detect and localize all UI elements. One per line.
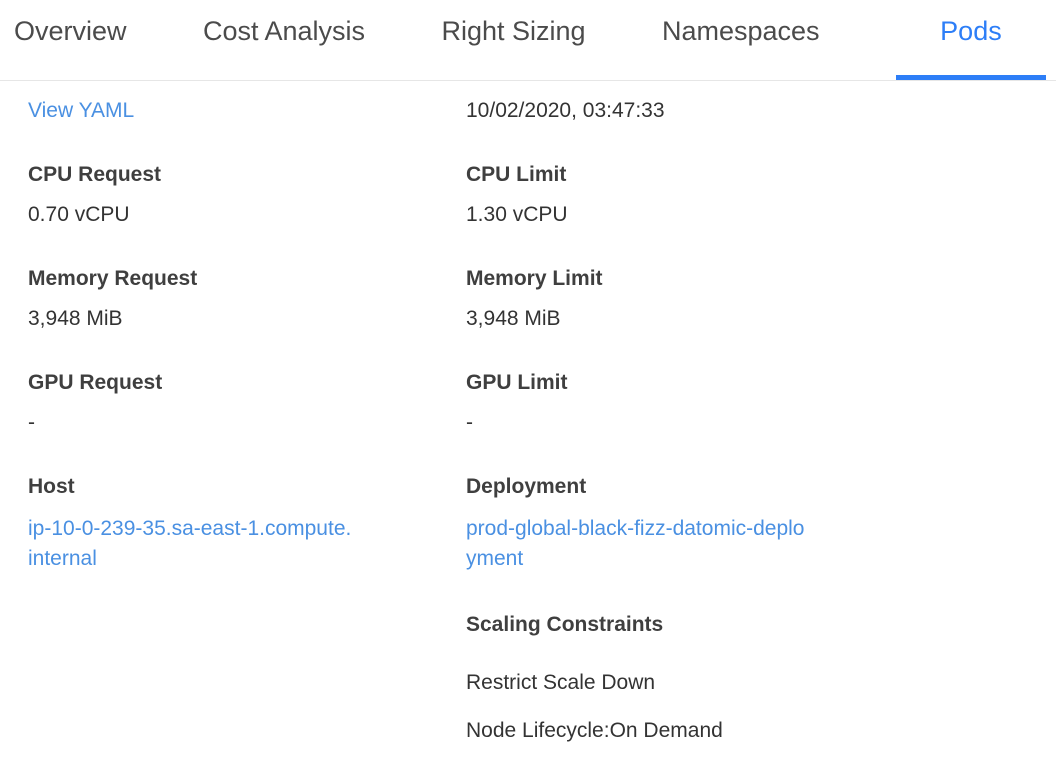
field-deployment: Deployment prod-global-black-fizz-datomi…	[466, 474, 1036, 574]
tab-pods[interactable]: Pods	[895, 0, 1046, 80]
view-yaml-link[interactable]: View YAML	[28, 99, 135, 122]
tab-bar: Overview Cost Analysis Right Sizing Name…	[0, 0, 1056, 81]
tab-namespaces[interactable]: Namespaces	[661, 16, 820, 46]
tab-cost-analysis[interactable]: Cost Analysis	[202, 16, 366, 46]
scaling-constraint-item: Node Lifecycle:On Demand	[466, 719, 723, 742]
field-value: -	[466, 411, 473, 434]
scaling-constraints-label: Scaling Constraints	[466, 613, 664, 636]
field-memory-limit: Memory Limit 3,948 MiB	[466, 266, 1036, 332]
scaling-constraint-item: Restrict Scale Down	[466, 671, 656, 694]
field-value: 0.70 vCPU	[28, 203, 130, 226]
field-label: CPU Limit	[466, 163, 567, 186]
field-value: 1.30 vCPU	[466, 203, 568, 226]
field-value: 3,948 MiB	[466, 307, 561, 330]
field-value: 3,948 MiB	[28, 307, 123, 330]
tab-right-sizing[interactable]: Right Sizing	[441, 16, 586, 46]
field-gpu-request: GPU Request -	[28, 370, 466, 436]
timestamp: 10/02/2020, 03:47:33	[466, 99, 665, 122]
details-right-column: 10/02/2020, 03:47:33 CPU Limit 1.30 vCPU…	[466, 98, 1036, 744]
field-label: Deployment	[466, 475, 587, 498]
field-host: Host ip-10-0-239-35.sa-east-1.compute.in…	[28, 474, 466, 574]
details-left-column: View YAML CPU Request 0.70 vCPU Memory R…	[28, 98, 466, 744]
host-link[interactable]: ip-10-0-239-35.sa-east-1.compute.interna…	[28, 517, 352, 570]
field-label: Memory Limit	[466, 267, 603, 290]
field-gpu-limit: GPU Limit -	[466, 370, 1036, 436]
field-label: GPU Limit	[466, 371, 568, 394]
field-label: GPU Request	[28, 371, 163, 394]
field-memory-request: Memory Request 3,948 MiB	[28, 266, 466, 332]
field-label: Memory Request	[28, 267, 198, 290]
pod-details-panel: View YAML CPU Request 0.70 vCPU Memory R…	[0, 81, 1056, 744]
tab-overview[interactable]: Overview	[14, 16, 127, 46]
field-cpu-limit: CPU Limit 1.30 vCPU	[466, 162, 1036, 228]
field-label: CPU Request	[28, 163, 162, 186]
deployment-link[interactable]: prod-global-black-fizz-datomic-deploymen…	[466, 517, 805, 570]
field-value: -	[28, 411, 35, 434]
field-cpu-request: CPU Request 0.70 vCPU	[28, 162, 466, 228]
field-label: Host	[28, 475, 75, 498]
